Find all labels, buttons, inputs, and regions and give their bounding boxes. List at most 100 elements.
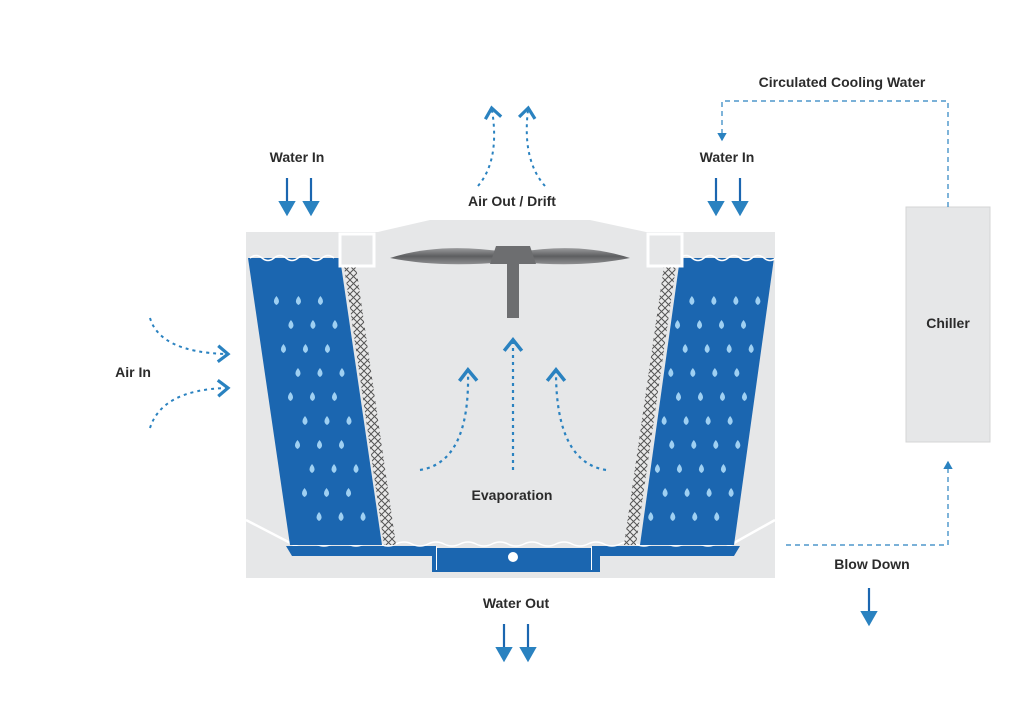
- water-droplet: [713, 440, 719, 449]
- water-droplet: [309, 464, 315, 473]
- evaporation-arrows: [419, 336, 607, 472]
- water-droplet: [690, 368, 696, 377]
- water-droplet: [726, 344, 732, 353]
- circulation-loop: [717, 100, 953, 546]
- fan-hub: [490, 246, 536, 264]
- evap-arrow-left: [419, 366, 479, 472]
- water-droplet: [331, 464, 337, 473]
- water-droplet: [324, 344, 330, 353]
- label-water-out: Water Out: [483, 595, 550, 611]
- water-droplet: [719, 392, 725, 401]
- water-droplet: [748, 344, 754, 353]
- water-droplet: [719, 320, 725, 329]
- water-droplet: [675, 320, 681, 329]
- air-out-arrow-right: [517, 105, 546, 187]
- water-droplet: [654, 464, 660, 473]
- label-evaporation: Evaporation: [472, 487, 553, 503]
- water-droplet: [684, 488, 690, 497]
- water-droplet: [346, 488, 352, 497]
- water-droplet: [689, 296, 695, 305]
- water-droplet: [295, 296, 301, 305]
- water-droplet: [331, 392, 337, 401]
- water-droplet: [287, 392, 293, 401]
- water-droplet: [727, 416, 733, 425]
- water-droplet: [683, 416, 689, 425]
- water-droplet: [735, 440, 741, 449]
- label-water-in-left: Water In: [270, 149, 325, 165]
- label-chiller: Chiller: [926, 315, 970, 331]
- water-droplet: [338, 512, 344, 521]
- air-in-arrow-top: [149, 317, 231, 364]
- air-in-arrow-bottom: [149, 378, 231, 429]
- air-in-arrows: [149, 317, 231, 429]
- water-droplet: [697, 392, 703, 401]
- water-droplet: [682, 344, 688, 353]
- water-droplet: [691, 440, 697, 449]
- water-droplet: [302, 488, 308, 497]
- right-distribution-box: [646, 232, 684, 268]
- water-in-arrows: [278, 178, 749, 217]
- water-droplet: [692, 512, 698, 521]
- water-droplet: [661, 416, 667, 425]
- left-distribution-box: [338, 232, 376, 268]
- water-droplet: [360, 512, 366, 521]
- water-droplet: [662, 488, 668, 497]
- right-fill-media: [624, 232, 777, 545]
- chiller-box: [905, 206, 991, 443]
- water-droplet: [302, 416, 308, 425]
- water-droplet: [733, 296, 739, 305]
- water-droplet: [741, 392, 747, 401]
- water-droplet: [339, 368, 345, 377]
- water-droplet: [310, 320, 316, 329]
- fan-blade-right: [520, 248, 630, 265]
- water-droplet: [720, 464, 726, 473]
- label-air-in: Air In: [115, 364, 151, 380]
- water-droplet: [317, 296, 323, 305]
- fan-blade-left: [390, 248, 505, 265]
- water-droplet: [288, 320, 294, 329]
- water-droplet: [675, 392, 681, 401]
- fan-shaft: [507, 262, 519, 318]
- water-droplet: [705, 416, 711, 425]
- water-droplet: [302, 344, 308, 353]
- water-droplet: [317, 368, 323, 377]
- water-droplet: [324, 488, 330, 497]
- water-droplet: [273, 296, 279, 305]
- water-droplet: [712, 368, 718, 377]
- water-droplet: [648, 512, 654, 521]
- water-droplet: [324, 416, 330, 425]
- left-drift-eliminator: [344, 266, 396, 545]
- water-droplet: [706, 488, 712, 497]
- water-droplet: [332, 320, 338, 329]
- water-droplet: [728, 488, 734, 497]
- water-droplet: [339, 440, 345, 449]
- water-droplet: [309, 392, 315, 401]
- water-droplet: [741, 320, 747, 329]
- water-droplet: [755, 296, 761, 305]
- left-fill-media: [248, 232, 396, 545]
- air-out-arrow-left: [477, 105, 503, 187]
- water-droplet: [704, 344, 710, 353]
- water-droplet: [711, 296, 717, 305]
- return-line: [786, 460, 953, 546]
- air-out-arrows: [477, 105, 546, 187]
- water-droplet: [317, 440, 323, 449]
- water-droplet: [676, 464, 682, 473]
- water-droplet: [697, 320, 703, 329]
- water-droplet: [295, 368, 301, 377]
- water-droplet: [669, 440, 675, 449]
- water-droplet: [295, 440, 301, 449]
- label-blow-down: Blow Down: [834, 556, 909, 572]
- water-droplet: [668, 368, 674, 377]
- water-droplet: [280, 344, 286, 353]
- water-droplet: [734, 368, 740, 377]
- label-air-out: Air Out / Drift: [468, 193, 556, 209]
- fan: [390, 246, 630, 318]
- water-droplet: [714, 512, 720, 521]
- water-droplet: [316, 512, 322, 521]
- water-out-arrows: [495, 624, 537, 663]
- water-droplet: [353, 464, 359, 473]
- label-circulated-cooling-water: Circulated Cooling Water: [759, 74, 926, 90]
